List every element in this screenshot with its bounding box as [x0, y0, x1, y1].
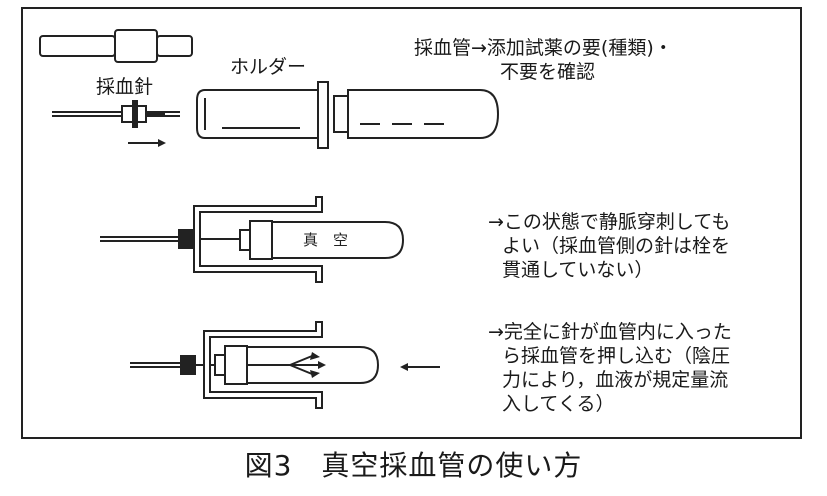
- assembly-stage-2: [130, 321, 380, 409]
- note-line: ら採血管を押し込む（陰圧: [502, 345, 731, 367]
- note-line: よい（採血管側の針は栓を: [502, 235, 731, 257]
- note-line: 力により，血液が規定量流: [502, 369, 729, 391]
- note-line: 不要を確認: [500, 61, 596, 83]
- vacuum-label: 真 空: [303, 231, 348, 249]
- holder: [196, 81, 329, 149]
- note-line: →完全に針が血管内に入った: [488, 321, 732, 343]
- figure-frame: [21, 7, 802, 439]
- note-venipuncture: →この状態で静脈穿刺しても よい（採血管側の針は栓を 貫通していない）: [488, 210, 730, 282]
- figure-caption: 図3 真空採血管の使い方: [244, 449, 583, 482]
- note-line: →この状態で静脈穿刺しても: [488, 211, 731, 233]
- right-arrow-icon: [128, 139, 166, 147]
- collection-needle: [52, 100, 180, 128]
- collection-tube: [333, 89, 500, 139]
- holder-label: ホルダー: [230, 56, 307, 78]
- note-push-tube: →完全に針が血管内に入った ら採血管を押し込む（陰圧 力により，血液が規定量流 …: [488, 320, 732, 416]
- collection-tube-small: [39, 29, 193, 63]
- note-tube-check: 採血管→添加試薬の要(種類)・ 不要を確認: [414, 36, 673, 84]
- note-line: 採血管→添加試薬の要(種類)・: [414, 37, 673, 59]
- assembly-stage-1: [100, 196, 405, 283]
- note-line: 入してくる）: [502, 393, 615, 415]
- note-line: 貫通していない）: [502, 259, 654, 281]
- left-arrow-icon: [400, 363, 440, 371]
- needle-label: 採血針: [96, 76, 154, 98]
